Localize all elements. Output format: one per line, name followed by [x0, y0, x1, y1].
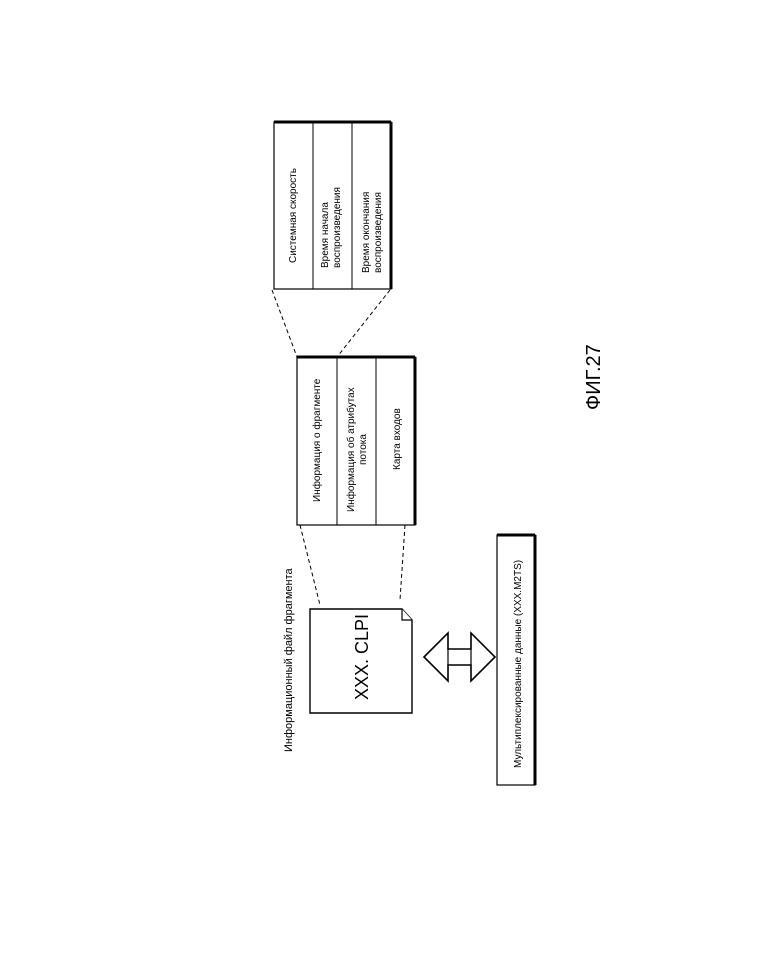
system-rate-row: Системная скорость [288, 168, 299, 263]
multiplexed-data-label: Мультиплексированные данные (XXX.M2TS) [513, 560, 524, 768]
file-name: XXX. CLPI [352, 614, 372, 700]
multiplexed-data-box: Мультиплексированные данные (XXX.M2TS) [497, 535, 535, 785]
start-time-row-line1: Время начала [320, 202, 331, 268]
connector-line [400, 525, 405, 600]
end-time-row-line2: воспроизведения [373, 192, 384, 273]
figure-label: ФИГ.27 [583, 344, 605, 410]
connector-line [272, 290, 297, 357]
connector-line [300, 525, 320, 605]
end-time-row-line1: Время окончания [361, 192, 372, 273]
connector-line [337, 290, 390, 357]
clip-info-box: Информация о фрагменте Информация об атр… [297, 357, 415, 525]
stream-attr-row-line2: потока [358, 434, 369, 465]
stream-attr-row-line1: Информация об атрибутах [345, 387, 357, 512]
document-icon: XXX. CLPI [310, 609, 412, 713]
start-time-row-line2: воспроизведения [332, 187, 343, 268]
double-arrow-icon [424, 633, 495, 681]
clip-info-row: Информация о фрагменте [311, 378, 323, 502]
clip-detail-box: Системная скорость Время начала воспроиз… [274, 122, 391, 289]
file-caption: Информационный файл фрагмента [283, 567, 295, 752]
entry-map-row: Карта входов [392, 408, 403, 470]
